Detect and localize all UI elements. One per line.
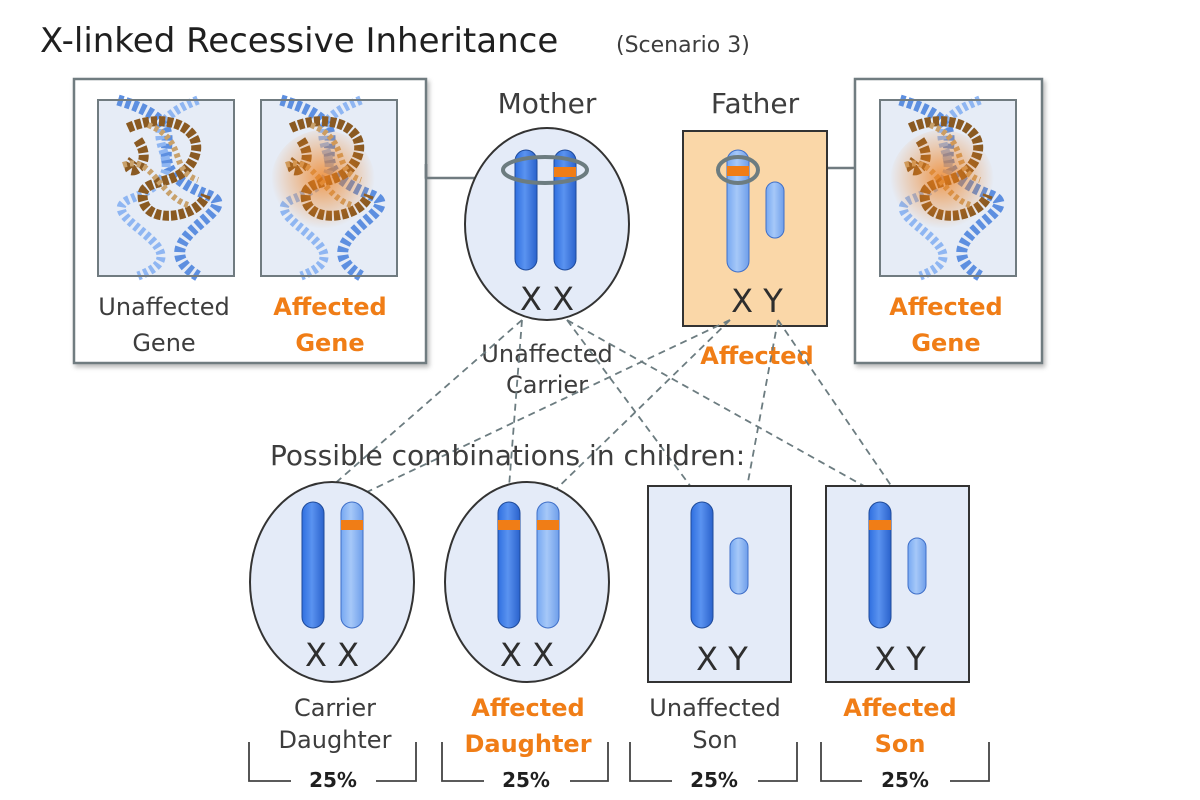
child-percent: 25% <box>881 768 929 792</box>
mother-group: Mother X X Unaffected Carrier <box>464 87 630 399</box>
child-carrier-daughter: X X Carrier Daughter 25% <box>248 481 417 792</box>
mother-status-label-2: Carrier <box>506 371 588 399</box>
child-unaffected-son: X Y Unaffected Son 25% <box>629 485 798 792</box>
child-label-2: Daughter <box>464 730 591 758</box>
child-percent: 25% <box>690 768 738 792</box>
father-gene-ring <box>716 155 760 185</box>
child-label-2: Son <box>875 730 926 758</box>
affected-gene-image <box>261 100 397 276</box>
father-affected-gene-label-2: Gene <box>911 329 980 357</box>
percent-bracket <box>248 742 417 782</box>
child-mutation-marker <box>341 520 363 530</box>
mother-label: Mother <box>498 87 597 120</box>
left-gene-panel: Unaffected Gene Affected Gene <box>72 77 428 365</box>
father-mutation-marker <box>727 166 749 176</box>
child-box <box>647 485 792 683</box>
scenario-label: (Scenario 3) <box>616 33 750 58</box>
father-chromosomes-label: X Y <box>731 282 783 320</box>
child-label: Carrier <box>294 694 376 722</box>
mother-chromosomes-label: X X <box>520 280 574 318</box>
child-percent: 25% <box>502 768 550 792</box>
affected-gene-label-2: Gene <box>295 329 364 357</box>
child-chromosomes-label: X X <box>305 636 359 674</box>
child-oval <box>444 481 610 683</box>
unaffected-gene-label: Unaffected <box>98 293 229 321</box>
children-heading: Possible combinations in children: <box>270 439 745 472</box>
unaffected-gene-label-2: Gene <box>132 329 195 357</box>
child-mutation-marker-paternal <box>537 520 559 530</box>
father-group: Father X Y Affected <box>682 87 828 370</box>
father-y-chromosome <box>765 181 785 239</box>
child-oval <box>249 481 415 683</box>
mother-status-label: Unaffected <box>481 340 612 368</box>
right-gene-panel: Affected Gene <box>853 77 1044 365</box>
child-x-chromosome-paternal <box>536 501 560 629</box>
unaffected-gene-image <box>98 100 234 276</box>
child-label: Unaffected <box>649 694 780 722</box>
percent-bracket <box>441 742 609 782</box>
mother-gene-ring <box>501 155 589 185</box>
child-x-chromosome-maternal <box>301 501 325 629</box>
child-label-2: Daughter <box>279 726 392 754</box>
child-chromosomes-label: X X <box>500 636 554 674</box>
percent-bracket <box>629 742 798 782</box>
child-x-chromosome-maternal <box>868 501 892 629</box>
child-affected-daughter: X X Affected Daughter 25% <box>441 481 610 792</box>
child-label: Affected <box>843 694 956 722</box>
child-chromosomes-label: X Y <box>874 640 926 678</box>
mother-mutation-marker <box>554 167 576 177</box>
child-x-chromosome-paternal <box>340 501 364 629</box>
father-affected-gene-label: Affected <box>889 293 1002 321</box>
affected-gene-label: Affected <box>273 293 386 321</box>
father-label: Father <box>711 87 800 120</box>
child-mutation-marker <box>869 520 891 530</box>
child-chromosomes-label: X Y <box>696 640 748 678</box>
child-y-chromosome <box>729 537 749 595</box>
child-box <box>825 485 970 683</box>
child-x-chromosome-maternal <box>690 501 714 629</box>
child-affected-son: X Y Affected Son 25% <box>820 485 990 792</box>
child-label: Affected <box>471 694 584 722</box>
father-status-label: Affected <box>700 342 813 370</box>
child-x-chromosome-maternal <box>497 501 521 629</box>
child-label-2: Son <box>692 726 737 754</box>
diagram-title: X-linked Recessive Inheritance <box>40 21 558 61</box>
child-mutation-marker-maternal <box>498 520 520 530</box>
child-percent: 25% <box>309 768 357 792</box>
mother-x-chromosome-1 <box>514 149 538 271</box>
father-affected-gene-image <box>880 100 1016 276</box>
percent-bracket <box>820 742 990 782</box>
child-y-chromosome <box>907 537 927 595</box>
